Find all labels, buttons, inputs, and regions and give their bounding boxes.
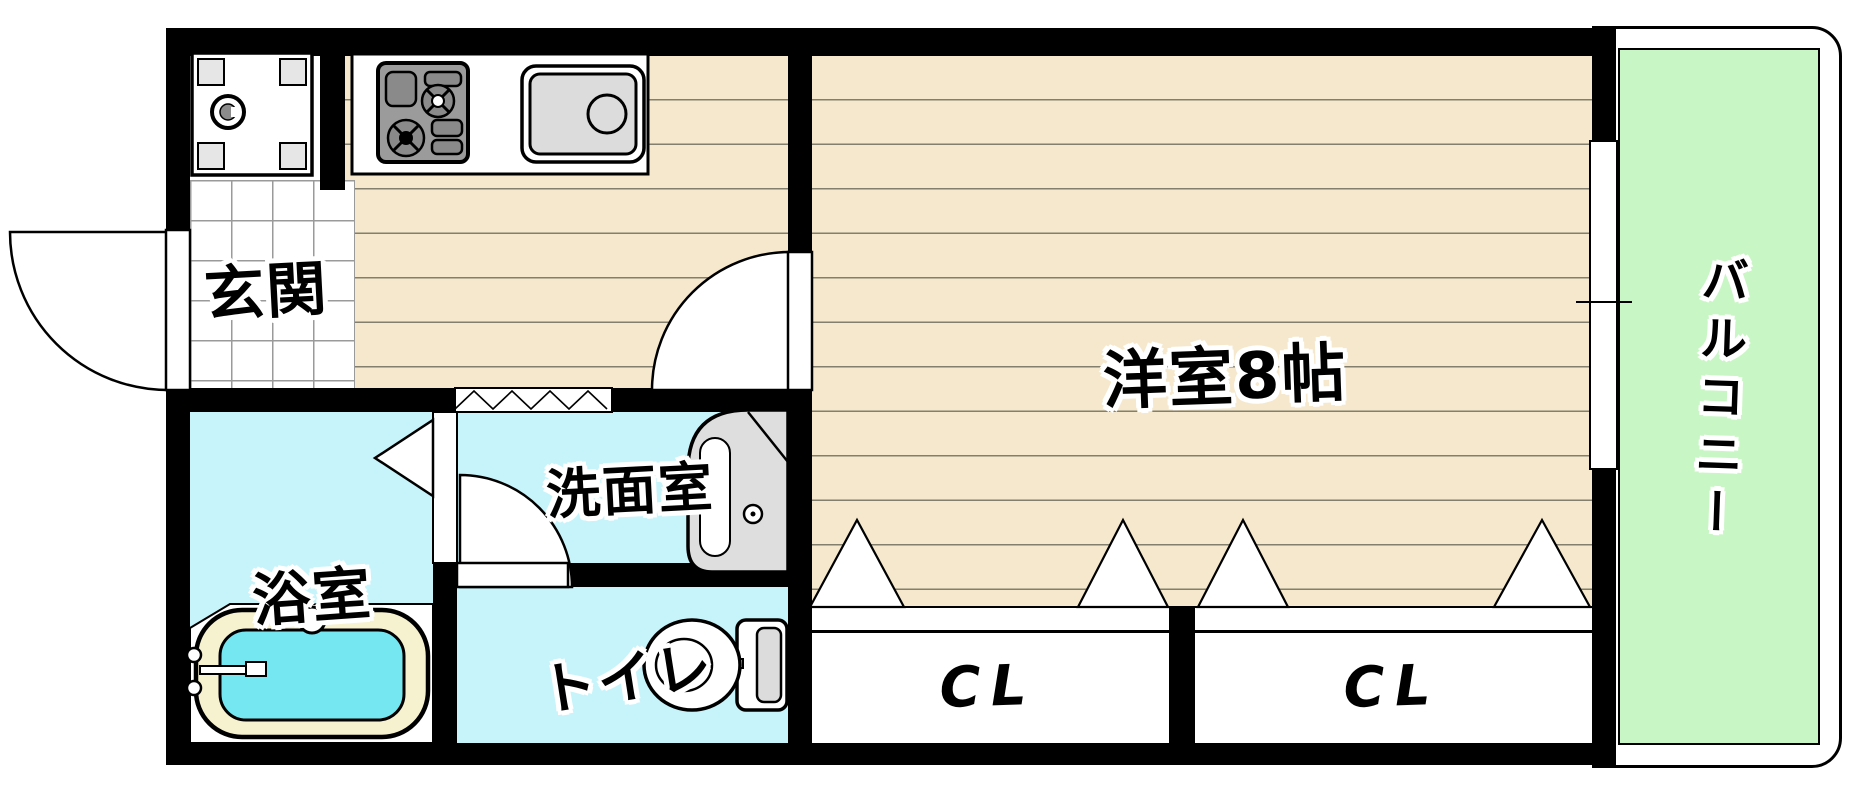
wall-bottom [166, 743, 1616, 765]
wall-center-lower [788, 390, 812, 743]
wall-left-upper [166, 28, 190, 230]
wall-closet-divider [1169, 607, 1195, 743]
balcony-floor [1618, 48, 1820, 745]
entrance-door-icon [8, 228, 192, 392]
wall-kitchen-stub [320, 28, 345, 190]
wall-entrance-bottom-left [190, 388, 455, 412]
label-living-room: 洋室8帖 [1101, 336, 1349, 420]
wall-right-lower [1592, 470, 1616, 765]
label-balcony: バルコニー [1682, 254, 1750, 546]
label-closet-right: CL [1342, 652, 1442, 722]
wall-left-lower [166, 390, 190, 765]
wall-bath-divider [433, 563, 457, 743]
wall-toilet-top [568, 563, 788, 587]
closet-row [812, 607, 1592, 743]
closet-door-track-bottom [812, 630, 1592, 633]
accordion-partition-icon [454, 387, 613, 413]
sliding-window [1589, 140, 1618, 470]
label-closet-left: CL [938, 652, 1038, 722]
wall-right-upper [1592, 28, 1616, 140]
closet-door-track-top [812, 606, 1592, 608]
wall-top [166, 28, 1616, 56]
label-bathroom: 浴室 [250, 558, 375, 636]
entrance-tile-floor [190, 180, 355, 388]
label-genkan: 玄関 [202, 254, 331, 331]
wall-entrance-bottom-right [612, 388, 788, 412]
laundry-area-floor [190, 56, 320, 190]
label-washroom: 洗面室 [544, 455, 716, 527]
living-room-floor [812, 56, 1592, 607]
wall-center-upper [788, 56, 812, 252]
